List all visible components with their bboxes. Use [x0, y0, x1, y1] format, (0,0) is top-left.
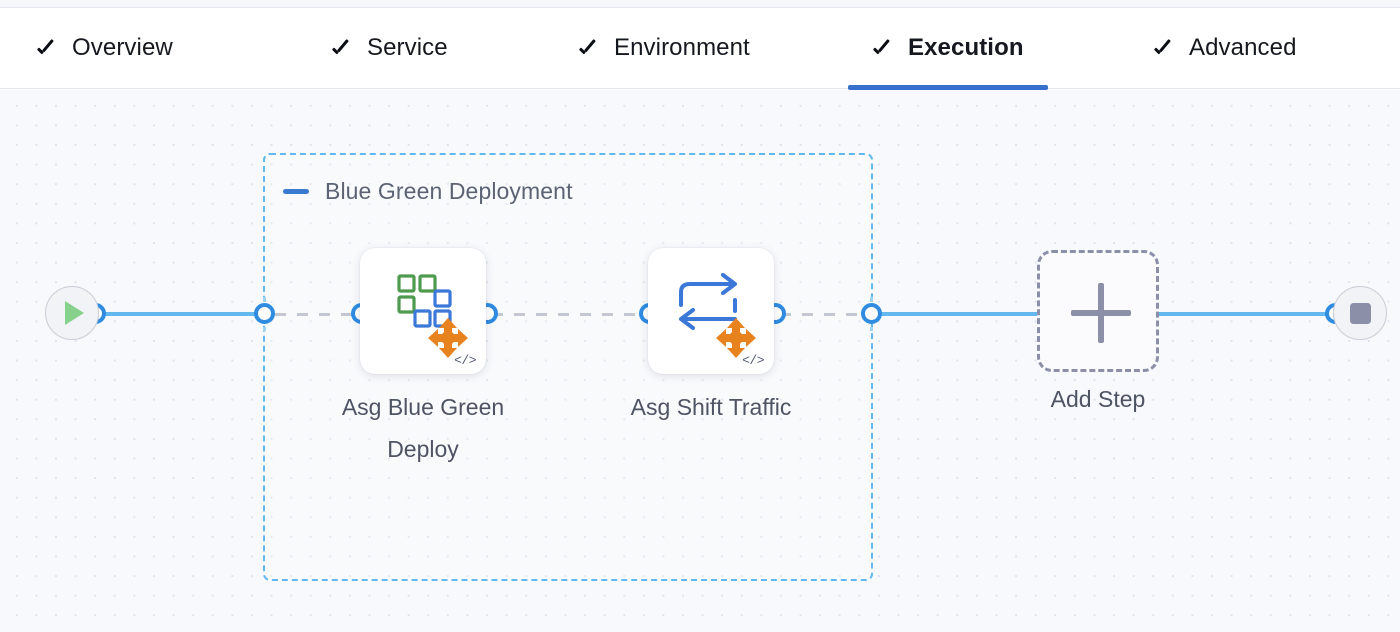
- edge-group-to-add-step: [872, 312, 1044, 316]
- connector-group-in[interactable]: [254, 303, 275, 324]
- add-step-label: Add Step: [1050, 386, 1146, 412]
- tab-label: Advanced: [1189, 34, 1297, 61]
- step-card[interactable]: </>: [648, 248, 774, 374]
- step-label: Asg Blue Green Deploy: [341, 394, 505, 462]
- check-icon: [331, 37, 353, 59]
- edge-start-to-group: [96, 312, 272, 316]
- plus-icon-vertical: [1098, 283, 1104, 343]
- code-badge: </>: [454, 353, 476, 368]
- step-node-asg-shift-traffic[interactable]: </> Asg Shift Traffic: [631, 248, 791, 420]
- tab-label: Execution: [908, 34, 1024, 61]
- top-strip: [0, 0, 1400, 8]
- step-label: Asg Shift Traffic: [630, 394, 792, 420]
- check-icon: [36, 37, 58, 59]
- minus-icon[interactable]: [283, 189, 309, 194]
- check-icon: [1153, 37, 1175, 59]
- check-icon: [578, 37, 600, 59]
- edge-add-step-to-end: [1155, 312, 1335, 316]
- tab-execution[interactable]: Execution: [848, 8, 1048, 90]
- tab-label: Environment: [614, 34, 750, 61]
- step-node-asg-blue-green-deploy[interactable]: </> Asg Blue Green Deploy: [342, 248, 504, 462]
- tab-active-underline: [848, 84, 1048, 90]
- tab-service[interactable]: Service: [331, 8, 448, 89]
- edge-groupin-to-step1: [275, 312, 363, 316]
- connector-group-out[interactable]: [861, 303, 882, 324]
- check-icon: [872, 37, 894, 59]
- tab-environment[interactable]: Environment: [578, 8, 750, 89]
- step-group-title: Blue Green Deployment: [325, 178, 573, 204]
- tab-advanced[interactable]: Advanced: [1153, 8, 1297, 89]
- step-card[interactable]: </>: [360, 248, 486, 374]
- asg-shift-traffic-icon: [679, 273, 756, 358]
- code-badge: </>: [742, 353, 764, 368]
- edge-step1-to-step2: [492, 312, 650, 316]
- asg-blue-green-deploy-icon: [397, 274, 468, 358]
- tab-label: Service: [367, 34, 448, 61]
- play-icon: [65, 301, 84, 325]
- pipeline-canvas[interactable]: Blue Green Deployment: [0, 90, 1400, 632]
- edge-step2-to-groupout: [780, 312, 872, 316]
- pipeline-tabs: Overview Service Environment Execution A…: [0, 8, 1400, 90]
- pipeline-start-node[interactable]: [45, 286, 99, 340]
- add-step-button[interactable]: [1037, 250, 1159, 372]
- step-group-header[interactable]: Blue Green Deployment: [283, 178, 573, 205]
- stop-icon: [1349, 302, 1371, 324]
- tab-overview[interactable]: Overview: [36, 8, 173, 89]
- step-group-blue-green-deployment[interactable]: [263, 153, 873, 581]
- tab-label: Overview: [72, 34, 173, 61]
- pipeline-end-node[interactable]: [1333, 286, 1387, 340]
